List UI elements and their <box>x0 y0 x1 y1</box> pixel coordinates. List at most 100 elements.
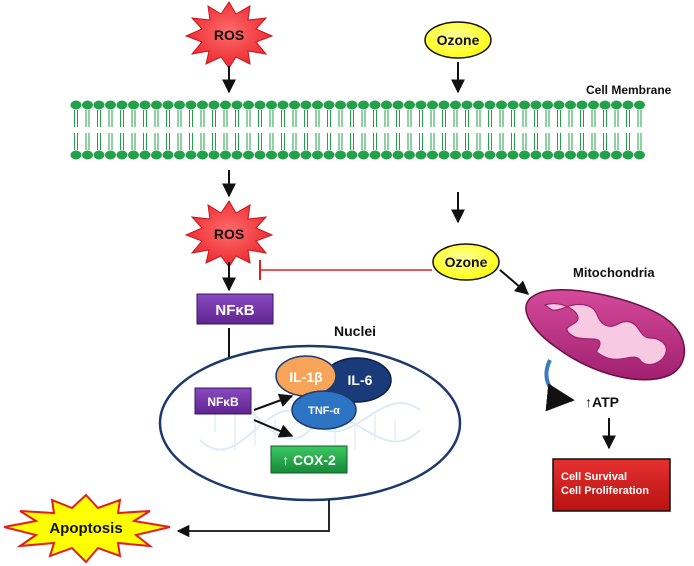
lipid-head <box>243 100 254 110</box>
lipid-head <box>174 100 185 110</box>
nfkb-cyto-box <box>196 293 274 325</box>
lipid-head <box>174 150 185 160</box>
lipid-head <box>622 150 634 160</box>
lipid-head <box>220 100 231 110</box>
nuclei-label: Nuclei <box>334 323 376 339</box>
lipid-head <box>450 150 461 160</box>
lipid-head <box>162 150 174 160</box>
lipid-head <box>116 100 128 110</box>
lipid-head <box>151 150 162 160</box>
lipid-head <box>427 150 438 160</box>
lipid-head <box>599 100 611 110</box>
lipid-head <box>197 150 208 160</box>
lipid-head <box>611 100 622 110</box>
arrow-nfkb-to-cox2 <box>253 419 294 438</box>
lipid-head <box>162 100 174 110</box>
lipid-head <box>139 100 151 110</box>
lipid-head <box>289 100 300 110</box>
atp-label: ↑ATP <box>585 394 619 410</box>
lipid-head <box>128 150 139 160</box>
lipid-head <box>128 100 139 110</box>
lipid-head <box>542 100 553 110</box>
lipid-head <box>381 150 392 160</box>
tnfa-ellipse <box>291 390 357 430</box>
ozone-inner-label: Ozone <box>445 254 488 270</box>
lipid-head <box>335 100 346 110</box>
lipid-head <box>530 100 542 110</box>
lipid-head <box>70 150 82 160</box>
lipid-head <box>450 100 461 110</box>
lipid-head <box>438 150 450 160</box>
lipid-head <box>415 100 427 110</box>
cox2-label: ↑ COX-2 <box>282 452 336 468</box>
lipid-head <box>335 150 346 160</box>
lipid-head <box>507 150 519 160</box>
lipid-head <box>588 100 599 110</box>
outcome-line1: Cell Survival <box>561 471 627 483</box>
lipid-head <box>473 100 484 110</box>
il6-label: IL-6 <box>348 372 373 388</box>
lipid-head <box>208 150 220 160</box>
ros-inner-label: ROS <box>214 226 244 242</box>
lipid-head <box>346 150 358 160</box>
lipid-head <box>231 100 243 110</box>
lipid-head <box>553 100 565 110</box>
lipid-head <box>93 150 105 160</box>
mitochondria-cristae <box>543 303 667 366</box>
arrow-ozone-to-mitochondria <box>499 269 530 295</box>
lipid-head <box>185 150 197 160</box>
lipid-head <box>312 150 323 160</box>
lipid-head <box>266 150 277 160</box>
nfkb-nuc-box <box>194 387 252 415</box>
lipid-head <box>565 150 576 160</box>
apoptosis-shape <box>3 493 171 564</box>
lipid-head <box>611 150 622 160</box>
cox2: ↑ COX-2 <box>270 445 348 474</box>
cell-membrane-label: Cell Membrane <box>586 83 672 97</box>
arrow-nucleus-to-apoptosis <box>176 500 330 538</box>
nfkb-cyto-label: NFκB <box>215 302 254 319</box>
lipid-head <box>254 100 266 110</box>
mitochondria: Mitochondria <box>525 265 686 381</box>
lipid-head <box>415 150 427 160</box>
lipid-head <box>392 150 404 160</box>
cytokine-cluster: IL-6 IL-1β TNF-α <box>275 355 392 430</box>
lipid-head <box>496 100 507 110</box>
lipid-head <box>300 100 312 110</box>
lipid-head <box>231 150 243 160</box>
lipid-head <box>404 100 415 110</box>
lipid-head <box>588 150 599 160</box>
lipid-head <box>208 100 220 110</box>
lipid-head <box>266 100 277 110</box>
ozone-top-label: Ozone <box>437 32 480 48</box>
lipid-head <box>634 150 645 160</box>
lipid-head <box>553 150 565 160</box>
apoptosis-label: Apoptosis <box>49 520 122 537</box>
lipid-head <box>220 150 231 160</box>
nfkb-nucleus: NFκB <box>194 387 252 415</box>
lipid-head <box>473 150 484 160</box>
nfkb-cytoplasm: NFκB <box>196 293 274 325</box>
ros-top-starburst: ROS <box>184 1 274 69</box>
lipid-head <box>300 150 312 160</box>
cell-outcome-box: Cell Survival Cell Proliferation <box>552 458 671 512</box>
outcome-rect <box>552 458 671 512</box>
lipid-head <box>93 100 105 110</box>
lipid-head <box>576 100 588 110</box>
inhibition-ozone-to-nfkb <box>259 260 432 280</box>
ozone-inner: Ozone <box>432 243 500 281</box>
apoptosis-path <box>176 500 330 538</box>
lipid-head <box>277 100 289 110</box>
lipid-head <box>116 150 128 160</box>
cell-membrane <box>70 100 645 160</box>
lipid-head <box>438 100 450 110</box>
lipid-head <box>82 150 93 160</box>
lipid-head <box>461 100 473 110</box>
tnfa-label: TNF-α <box>308 405 340 417</box>
ozone-top: Ozone <box>424 21 492 59</box>
lipid-head <box>404 150 415 160</box>
ros-top-label: ROS <box>214 27 244 43</box>
lipid-head <box>346 100 358 110</box>
lipid-head <box>519 100 530 110</box>
